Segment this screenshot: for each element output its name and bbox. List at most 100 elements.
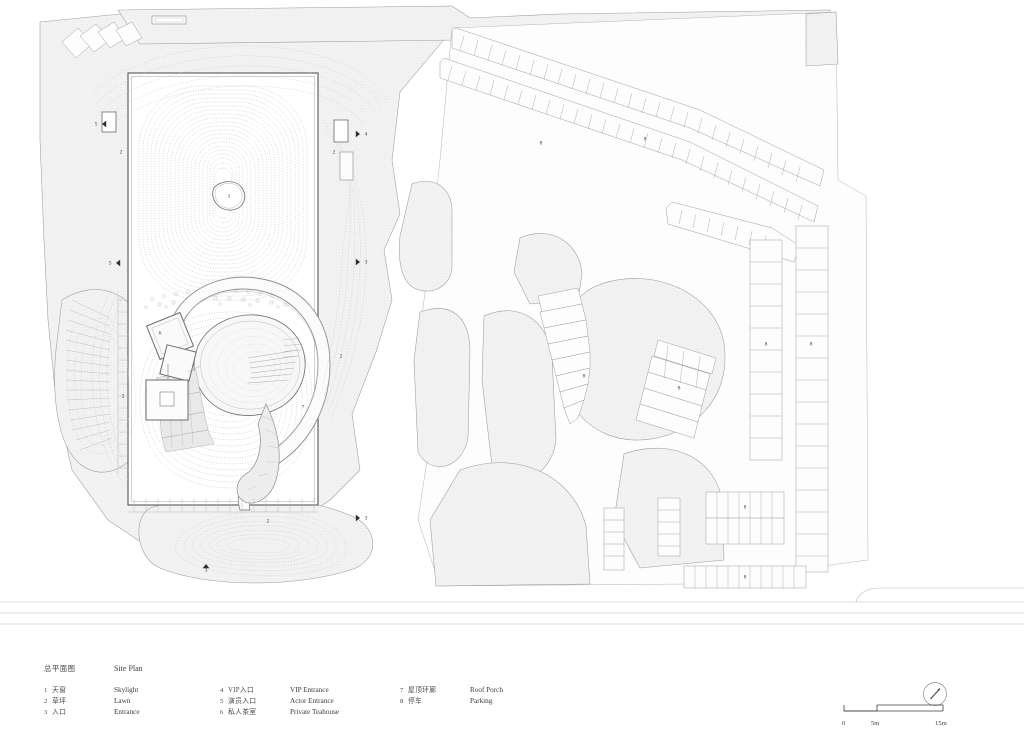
callout-arrow-left xyxy=(355,130,360,138)
legend-item-label-en: Entrance xyxy=(114,708,140,717)
legend-item-label-cn: 草坪 xyxy=(52,698,67,706)
parking-row-northwest xyxy=(61,21,143,59)
parking-row-north-upper xyxy=(451,27,825,187)
callout-number: 2 xyxy=(267,518,270,524)
callout-number: 3 xyxy=(365,259,368,265)
scale-bar-labels: 0 5m 15m xyxy=(842,720,959,731)
legend-item-number: 3 xyxy=(44,709,48,717)
callout-number: 2 xyxy=(122,393,125,399)
north-berm-contours xyxy=(91,45,389,129)
parking-row-south xyxy=(683,565,807,589)
callout-number: 8 xyxy=(744,574,747,580)
callout-number: 8 xyxy=(810,341,813,347)
legend-item-label-en: Roof Porch xyxy=(470,686,503,694)
parking-row-mid-left xyxy=(603,507,625,571)
legend-item-label-en: VIP Entrance xyxy=(290,686,329,694)
skylight-opening xyxy=(212,181,246,211)
parking-stall-lines-center-east xyxy=(663,345,701,389)
scale-tick-5: 5m xyxy=(871,720,880,727)
scale-bar-graphic xyxy=(843,704,944,712)
callout-number: 5 xyxy=(95,121,98,127)
planting-island-1 xyxy=(399,180,453,292)
callout-arrow-right xyxy=(102,120,107,128)
entrance-volumes xyxy=(101,111,354,181)
parking-fan-mid xyxy=(537,287,591,425)
parking-stall-lines-north-lower xyxy=(447,65,803,221)
scale-bar: 0 5m 15m xyxy=(842,700,959,731)
north-arrow-icon xyxy=(923,682,947,706)
legend-item-number: 4 xyxy=(220,687,224,694)
legend-title: 总平面图 Site Plan xyxy=(44,663,604,674)
parking-band-east-2 xyxy=(795,225,829,573)
legend-item-number: 6 xyxy=(220,709,224,717)
callout-number: 3 xyxy=(365,515,368,521)
building-south-edge-ribs xyxy=(128,498,318,513)
landscape-mass-south xyxy=(138,495,374,584)
callout-number: 4 xyxy=(365,131,368,137)
parking-row-southwest-small xyxy=(657,497,681,557)
callout-number: 2 xyxy=(333,149,336,155)
southwest-lawn-contours xyxy=(67,318,137,454)
south-lawn-contours xyxy=(175,511,347,576)
parking-row-north-lower xyxy=(439,57,819,223)
legend-item-label-cn: 屋顶环廊 xyxy=(408,687,437,694)
callout-number: 2 xyxy=(120,149,123,155)
callout-number: 8 xyxy=(765,341,768,347)
scale-tick-15: 15m xyxy=(935,720,947,727)
parking-row-center-east xyxy=(635,339,717,439)
callout-number: 8 xyxy=(678,385,681,391)
callout-number: 6 xyxy=(159,330,162,336)
callout-arrow-left xyxy=(355,514,360,522)
callout-arrow-left xyxy=(355,258,360,266)
legend-item-5: 5 演员入口 Actor Entrance xyxy=(220,698,400,706)
parking-block-southeast xyxy=(705,491,785,545)
parking-stall-lines-southwest-small xyxy=(658,509,680,547)
callout-arrow-right xyxy=(116,259,121,267)
legend-item-label-en: Skylight xyxy=(114,686,139,694)
callout-number: 1 xyxy=(228,193,231,199)
legend-item-label-en: Private Teahouse xyxy=(290,708,340,717)
landscape-wedge-northeast xyxy=(805,11,839,67)
parking-stall-lines-southeast xyxy=(716,492,773,544)
parking-stall-lines-east-1 xyxy=(750,261,782,439)
legend-title-en: Site Plan xyxy=(114,664,143,673)
private-teahouse-volumes xyxy=(145,311,201,421)
legend-item-label-cn: 私人茶室 xyxy=(228,709,257,717)
road-layer xyxy=(0,587,1024,625)
callout-number: 8 xyxy=(540,140,543,146)
legend-item-label-cn: 演员入口 xyxy=(228,698,257,706)
legend-item-6: 6 私人茶室 Private Teahouse xyxy=(220,709,400,717)
building-west-edge-ribs xyxy=(117,296,128,474)
callout-number: 8 xyxy=(744,504,747,510)
legend-title-cn: 总平面图 xyxy=(44,664,76,673)
scale-tick-0: 0 xyxy=(842,720,846,727)
legend-item-number: 7 xyxy=(400,687,404,694)
parking-stall-lines-east-2 xyxy=(796,247,828,557)
legend-item-number: 8 xyxy=(400,698,404,706)
west-berm-louvers xyxy=(65,299,113,451)
legend-item-label-en: Lawn xyxy=(114,697,131,706)
roof-equipment-rect xyxy=(151,15,187,25)
legend-item-number: 5 xyxy=(220,698,224,706)
planting-island-5 xyxy=(429,462,591,587)
legend-item-label-cn: 天窗 xyxy=(52,687,67,694)
legend-item-label-cn: 入口 xyxy=(52,709,67,717)
teahouse-courtyard-blob xyxy=(193,314,306,416)
callout-number: 5 xyxy=(109,260,112,266)
parking-stall-lines-south xyxy=(694,566,795,588)
legend-item-label-en: Actor Entrance xyxy=(290,697,334,706)
callout-number: 8 xyxy=(583,373,586,379)
callout-number: 8 xyxy=(644,136,647,142)
planting-island-2 xyxy=(413,308,471,467)
callout-number: 7 xyxy=(302,404,305,410)
